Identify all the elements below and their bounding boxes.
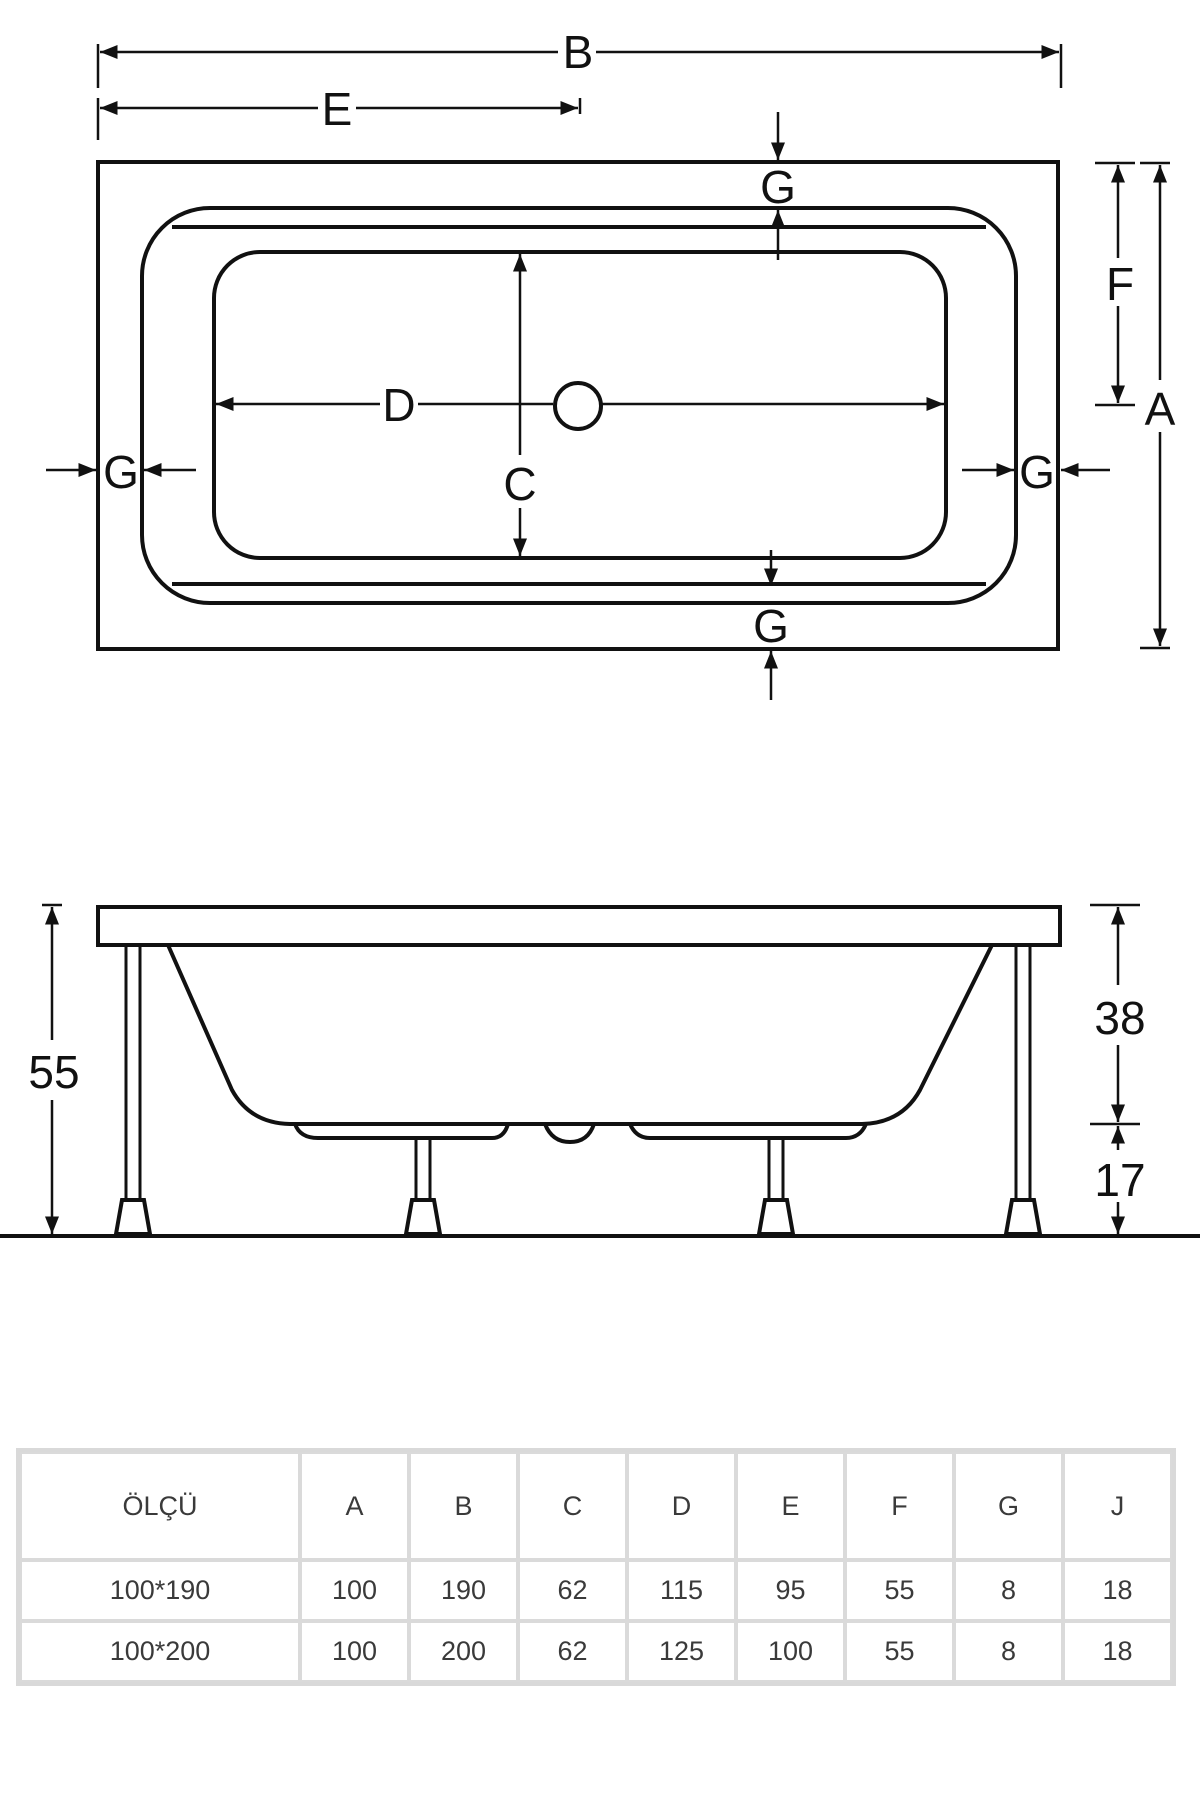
table-cell: 8 xyxy=(954,1621,1063,1682)
table-cell: 18 xyxy=(1063,1621,1172,1682)
table-cell: 125 xyxy=(627,1621,736,1682)
table-cell: 200 xyxy=(409,1621,518,1682)
foot-4 xyxy=(1003,1198,1043,1236)
table-cell: 55 xyxy=(845,1621,954,1682)
header-g: G xyxy=(954,1452,1063,1560)
dimensions-table: ÖLÇÜ A B C D E F G J 100*190 100 190 62 … xyxy=(16,1448,1176,1686)
table-cell: 100 xyxy=(736,1621,845,1682)
side-bottom-pad-left xyxy=(293,1123,510,1140)
header-c: C xyxy=(518,1452,627,1560)
label-total-height: 55 xyxy=(28,1046,79,1098)
table-cell: 100*190 xyxy=(20,1560,300,1621)
label-tub-depth: 38 xyxy=(1094,992,1145,1044)
label-f: F xyxy=(1106,258,1134,310)
table-cell: 8 xyxy=(954,1560,1063,1621)
side-bottom-pad-right xyxy=(628,1123,868,1140)
foot-3 xyxy=(756,1198,796,1236)
top-view xyxy=(96,160,1060,651)
label-leg-height: 17 xyxy=(1094,1154,1145,1206)
drain-icon xyxy=(553,381,603,431)
label-c: C xyxy=(503,458,536,510)
header-j: J xyxy=(1063,1452,1172,1560)
table-cell: 62 xyxy=(518,1560,627,1621)
label-a: A xyxy=(1145,383,1176,435)
label-e: E xyxy=(322,83,353,135)
foot-1 xyxy=(113,1198,153,1236)
label-d: D xyxy=(382,379,415,431)
leg-feet xyxy=(113,1198,1043,1236)
header-olcu: ÖLÇÜ xyxy=(20,1452,300,1560)
label-g-right: G xyxy=(1019,446,1055,498)
label-g-bottom: G xyxy=(753,600,789,652)
table-cell: 100 xyxy=(300,1621,409,1682)
label-b: B xyxy=(563,26,594,78)
header-e: E xyxy=(736,1452,845,1560)
table-cell: 55 xyxy=(845,1560,954,1621)
side-view xyxy=(0,905,1200,1238)
side-tub-shell xyxy=(166,944,994,1126)
label-g-top: G xyxy=(760,161,796,213)
header-b: B xyxy=(409,1452,518,1560)
header-a: A xyxy=(300,1452,409,1560)
tub-legs xyxy=(124,945,1032,1200)
side-rim xyxy=(96,905,1062,947)
foot-2 xyxy=(403,1198,443,1236)
header-f: F xyxy=(845,1452,954,1560)
table-cell: 95 xyxy=(736,1560,845,1621)
table-cell: 18 xyxy=(1063,1560,1172,1621)
tub-outer-rim xyxy=(96,160,1060,651)
table-cell: 100 xyxy=(300,1560,409,1621)
tub-basin xyxy=(212,250,948,560)
table-header-row: ÖLÇÜ A B C D E F G J xyxy=(20,1452,1172,1560)
header-d: D xyxy=(627,1452,736,1560)
table-cell: 62 xyxy=(518,1621,627,1682)
table-row: 100*200 100 200 62 125 100 55 8 18 xyxy=(20,1621,1172,1682)
table-cell: 100*200 xyxy=(20,1621,300,1682)
tub-rolled-edge xyxy=(140,206,1018,605)
table-cell: 115 xyxy=(627,1560,736,1621)
label-g-left: G xyxy=(103,446,139,498)
table-row: 100*190 100 190 62 115 95 55 8 18 xyxy=(20,1560,1172,1621)
table-cell: 190 xyxy=(409,1560,518,1621)
side-drain-bump xyxy=(543,1123,596,1145)
